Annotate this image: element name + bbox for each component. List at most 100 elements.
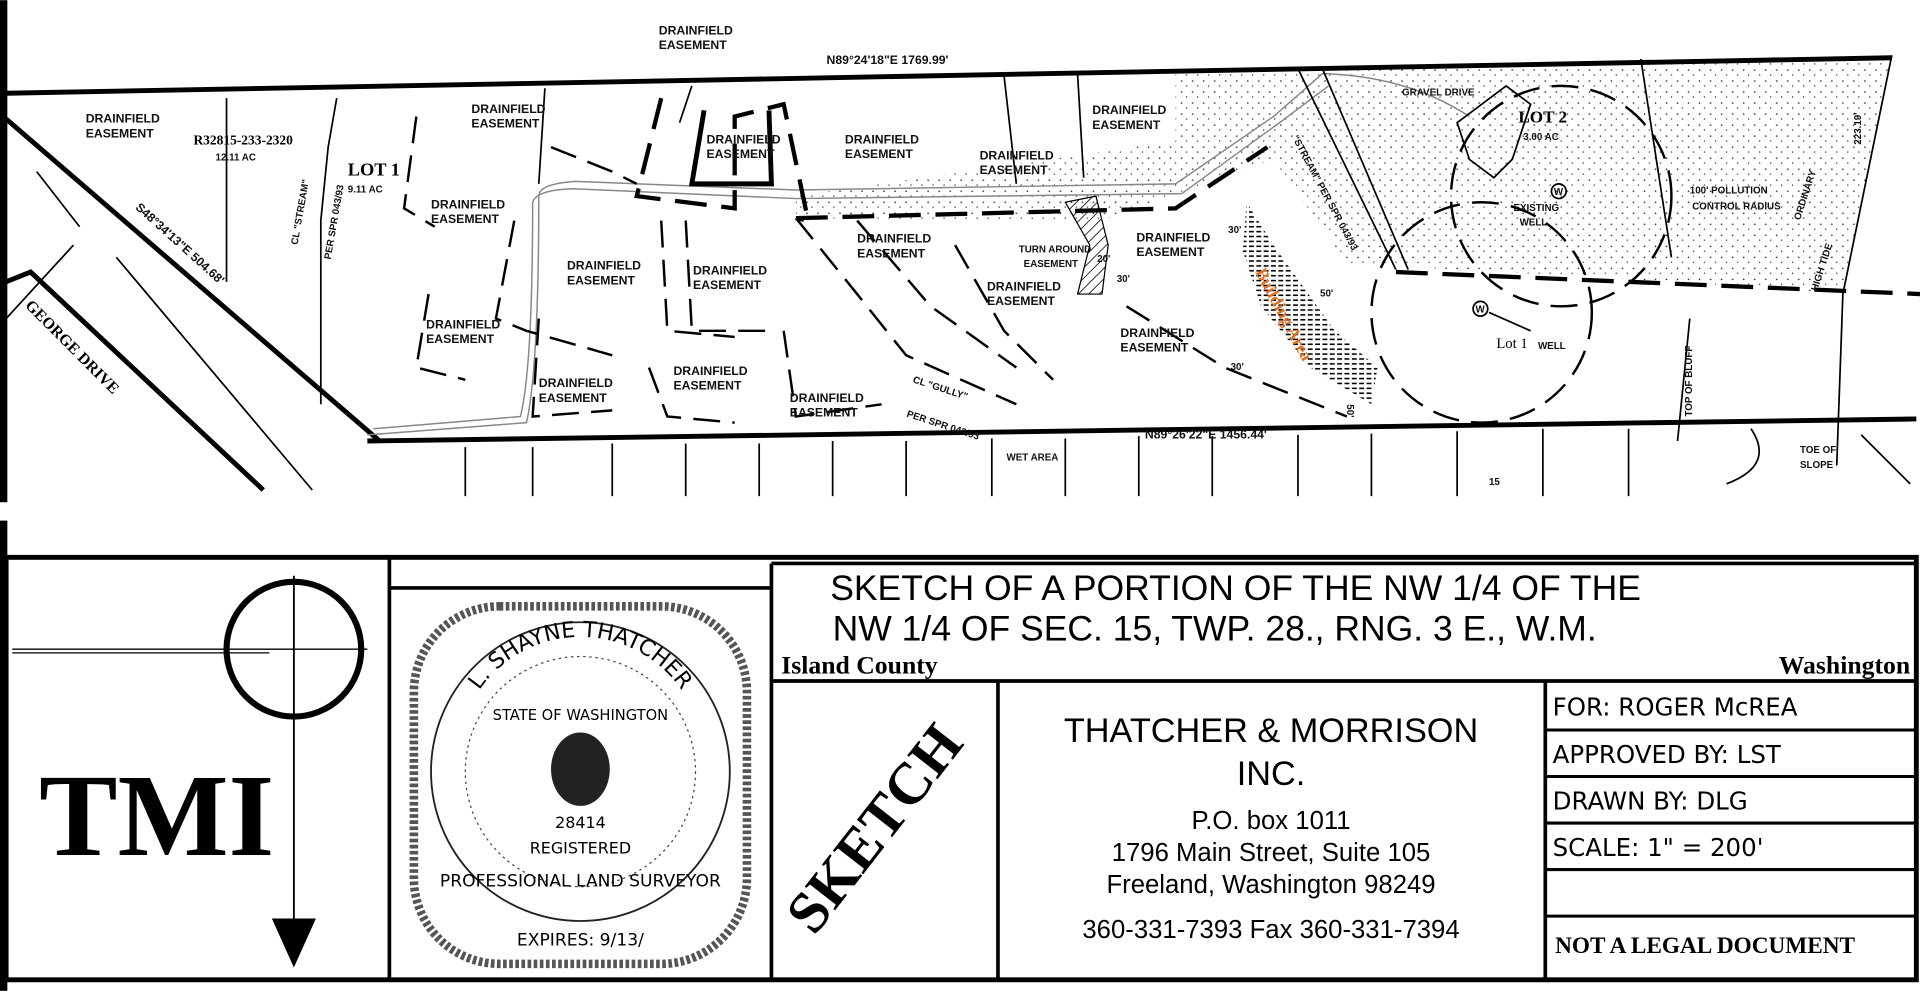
drainfield-easement-label: EASEMENT [471, 117, 540, 131]
drainfield-easement-label: EASEMENT [1092, 118, 1161, 132]
seal-number: 28414 [555, 813, 606, 832]
approved-by: APPROVED BY: LST [1553, 740, 1782, 769]
drainfield-easement-label: EASEMENT [659, 38, 728, 52]
svg-text:EXISTING: EXISTING [1513, 203, 1559, 214]
svg-text:WELL: WELL [1520, 217, 1548, 228]
existing-well-icon: W [1550, 183, 1567, 200]
svg-text:223.19': 223.19' [1853, 112, 1864, 144]
state: Washington [1779, 651, 1910, 680]
svg-text:Lot 1: Lot 1 [1496, 336, 1527, 352]
south-boundary [367, 416, 1917, 444]
svg-text:W: W [1554, 187, 1564, 198]
drainfield-easement-label: EASEMENT [1136, 245, 1205, 259]
drainfield-easement-label: EASEMENT [790, 406, 859, 420]
svg-text:CONTROL RADIUS: CONTROL RADIUS [1692, 202, 1781, 213]
drainfield-easement-label: DRAINFIELD [471, 102, 545, 116]
drainfield-easement-label: EASEMENT [980, 163, 1049, 177]
drainfield-easement-label: EASEMENT [86, 126, 155, 140]
svg-text:THATCHER & MORRISON: THATCHER & MORRISON [1064, 712, 1478, 750]
title-line-2: NW 1/4 OF SEC. 15, TWP. 28., RNG. 3 E., … [833, 609, 1597, 649]
svg-text:INC.: INC. [1237, 755, 1306, 793]
svg-text:15: 15 [1489, 477, 1500, 488]
title-line-1: SKETCH OF A PORTION OF THE NW 1/4 OF THE [830, 568, 1641, 608]
drainfield-easement-label: EASEMENT [693, 278, 762, 292]
for-field: FOR: ROGER McREA [1553, 692, 1798, 721]
lot2-area [795, 55, 1892, 295]
drainfield-easement-label: DRAINFIELD [1136, 230, 1210, 244]
drainfield-easement-label: DRAINFIELD [707, 132, 781, 146]
county: Island County [781, 651, 938, 680]
drainfield-easement-label: DRAINFIELD [1092, 103, 1166, 117]
drainfield-bold-outline [634, 97, 1269, 224]
svg-text:1796 Main Street, Suite 105: 1796 Main Street, Suite 105 [1112, 839, 1431, 867]
stream-west-ref: PER SPR 043/93 [323, 183, 347, 260]
wet-area-label: WET AREA [1007, 453, 1059, 464]
drainfield-easement-label: DRAINFIELD [659, 23, 733, 37]
building-area [1242, 202, 1378, 405]
svg-text:360-331-7393 Fax 360-331-7394: 360-331-7393 Fax 360-331-7394 [1082, 916, 1459, 944]
drainfield-easement-label: EASEMENT [857, 246, 926, 260]
drainfield-easement-label: DRAINFIELD [693, 263, 767, 277]
drainfield-easement-label: EASEMENT [431, 212, 500, 226]
drainfield-easement-label: EASEMENT [987, 294, 1056, 308]
drainfield-easement-label: DRAINFIELD [987, 279, 1061, 293]
gully-label: CL "GULLY" [911, 375, 969, 403]
parcel-id: R32815-233-2320 [193, 133, 293, 148]
drainfield-easement-label: DRAINFIELD [790, 391, 864, 405]
svg-text:100' POLLUTION: 100' POLLUTION [1690, 186, 1768, 197]
drainfield-easement-labels: DRAINFIELDEASEMENTDRAINFIELDEASEMENTDRAI… [86, 23, 1211, 419]
scale: SCALE: 1" = 200' [1553, 833, 1764, 862]
sketch-stamp: SKETCH [773, 712, 975, 945]
svg-text:30': 30' [1228, 225, 1241, 236]
drainfield-easement-label: DRAINFIELD [567, 259, 641, 273]
svg-text:TOE OF: TOE OF [1800, 445, 1836, 456]
site-plan: W W N89°24'18"E 1769.99' N89°26'22"E 145… [0, 0, 1920, 503]
bearing-west: S48°34'13"E 504.68' [133, 200, 228, 287]
seal-profession: PROFESSIONAL LAND SURVEYOR [440, 872, 721, 892]
title-block: TMI L. SHAYNE THATCHER STATE OF WASHINGT… [3, 554, 1919, 983]
drainfield-easement-label: EASEMENT [845, 147, 914, 161]
drainfield-easement-label: DRAINFIELD [673, 364, 747, 378]
svg-text:50': 50' [1320, 289, 1333, 300]
svg-text:WELL: WELL [1538, 341, 1566, 352]
svg-text:W: W [1476, 304, 1486, 315]
bearing-south: N89°26'22"E 1456.44' [1145, 428, 1267, 442]
washington-portrait [551, 732, 610, 806]
stream-west-label: CL "STREAM" [290, 179, 312, 246]
svg-text:TURN AROUND: TURN AROUND [1019, 244, 1091, 255]
drainfield-easement-label: EASEMENT [1120, 341, 1189, 355]
svg-text:EASEMENT: EASEMENT [1024, 259, 1078, 270]
company-info: THATCHER & MORRISON INC. P.O. box 1011 1… [1064, 712, 1478, 944]
drainfield-easement-label: EASEMENT [426, 332, 495, 346]
not-legal-notice: NOT A LEGAL DOCUMENT [1555, 933, 1855, 959]
drainfield-easement-label: DRAINFIELD [539, 376, 613, 390]
lot1-well-icon: W [1472, 300, 1489, 317]
drawn-by: DRAWN BY: DLG [1553, 787, 1748, 816]
gravel-drive-label: GRAVEL DRIVE [1402, 88, 1475, 99]
drainfield-easement-label: DRAINFIELD [431, 197, 505, 211]
drainfield-easement-label: EASEMENT [539, 391, 608, 405]
seal-name: L. SHAYNE THATCHER [464, 618, 697, 694]
drainfield-easement-label: DRAINFIELD [857, 232, 931, 246]
easement-lines [402, 84, 1673, 424]
svg-text:30': 30' [1231, 362, 1244, 373]
gully-ref: PER SPR 043/93 [905, 409, 981, 443]
north-boundary [6, 55, 1892, 96]
seal-registered: REGISTERED [530, 839, 631, 858]
svg-text:TMI: TMI [39, 751, 274, 881]
drainfield-easement-label: DRAINFIELD [845, 132, 919, 146]
lot-lines [225, 58, 1911, 497]
house-outline [1456, 84, 1532, 179]
surveyor-seal: L. SHAYNE THATCHER STATE OF WASHINGTON 2… [409, 602, 752, 969]
drainfield-easement-label: EASEMENT [567, 273, 636, 287]
svg-text:Freeland, Washington 98249: Freeland, Washington 98249 [1106, 871, 1435, 899]
lot1-area: 9.11 AC [348, 184, 383, 195]
svg-text:20': 20' [1097, 254, 1110, 265]
svg-text:50': 50' [1344, 404, 1355, 417]
west-boundary [4, 117, 382, 443]
lot1-label: LOT 1 [348, 159, 400, 179]
seal-state: STATE OF WASHINGTON [493, 707, 669, 724]
svg-text:TOP OF BLUFF: TOP OF BLUFF [1684, 346, 1695, 417]
bearing-north: N89°24'18"E 1769.99' [827, 53, 949, 67]
